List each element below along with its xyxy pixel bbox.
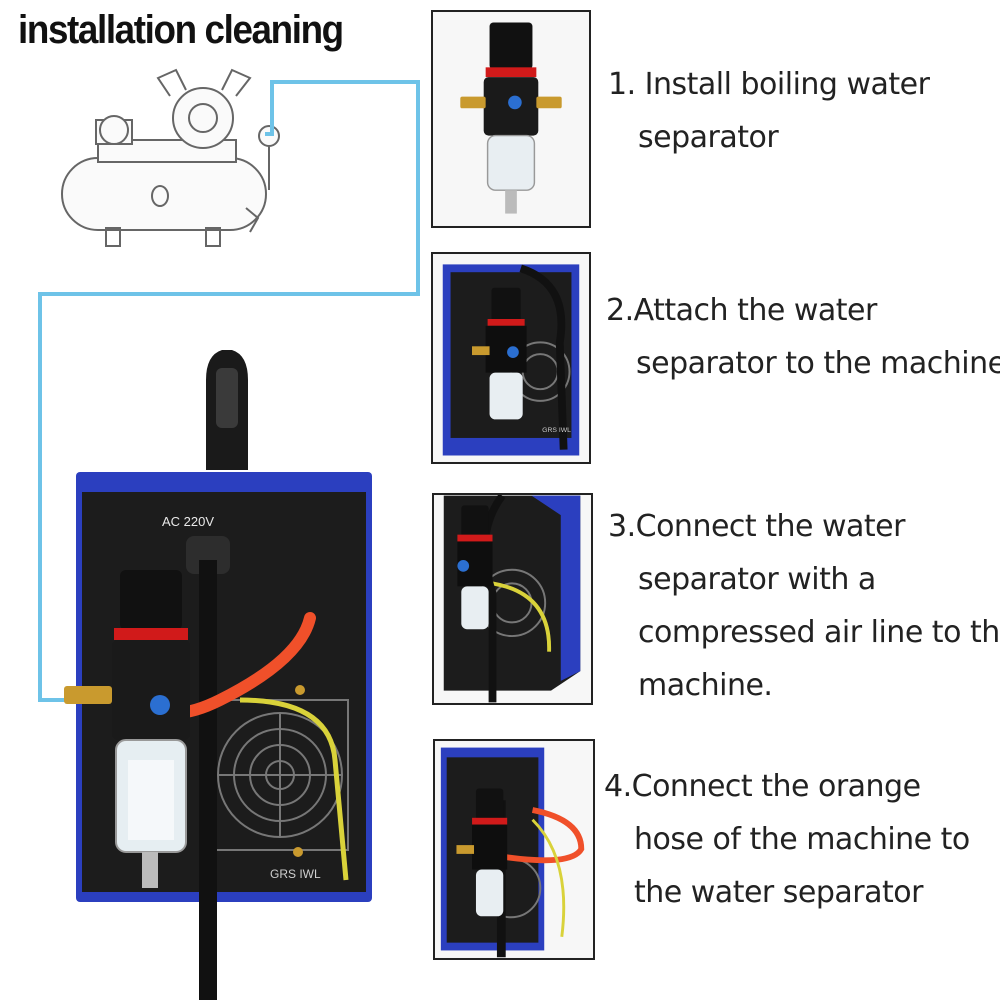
air-compressor-drawing	[61, 68, 280, 247]
step-4-line-3: the water separator	[634, 875, 923, 910]
step-1-text: 1. Install boiling water separator	[608, 58, 930, 164]
step-3-line-3: compressed air line to the	[638, 615, 1000, 650]
step-4-line-1: 4.Connect the orange	[604, 769, 921, 804]
page-title: installation cleaning	[18, 8, 344, 52]
water-separator-main	[64, 570, 190, 888]
step-2-line-1: 2.Attach the water	[606, 293, 877, 328]
step-1-line-1: 1. Install boiling water	[608, 67, 930, 102]
step-3-text: 3.Connect the water separator with a com…	[608, 500, 1000, 712]
fan-grille	[211, 699, 349, 851]
step-3-line-1: 3.Connect the water	[608, 509, 905, 544]
svg-text:GRS IWL: GRS IWL	[542, 427, 571, 434]
step-4-image	[433, 739, 595, 960]
brand-label: GRS IWL	[270, 867, 321, 881]
air-line	[38, 80, 420, 702]
step-4-text: 4.Connect the orange hose of the machine…	[604, 760, 970, 919]
step-4-line-2: hose of the machine to	[634, 822, 970, 857]
step-3-line-2: separator with a	[638, 562, 876, 597]
step-3-image	[432, 493, 593, 705]
step-1-image	[431, 10, 591, 228]
step-2-image: GRS IWL	[431, 252, 591, 464]
step-2-line-2: separator to the machine.	[636, 346, 1000, 381]
machine-handle	[206, 350, 248, 470]
step-3-line-4: machine.	[638, 668, 773, 703]
step-1-line-2: separator	[638, 120, 779, 155]
voltage-label: AC 220V	[162, 514, 214, 529]
step-2-text: 2.Attach the water separator to the mach…	[606, 284, 1000, 390]
main-illustration: AC 220V GRS IWL	[38, 68, 420, 1000]
